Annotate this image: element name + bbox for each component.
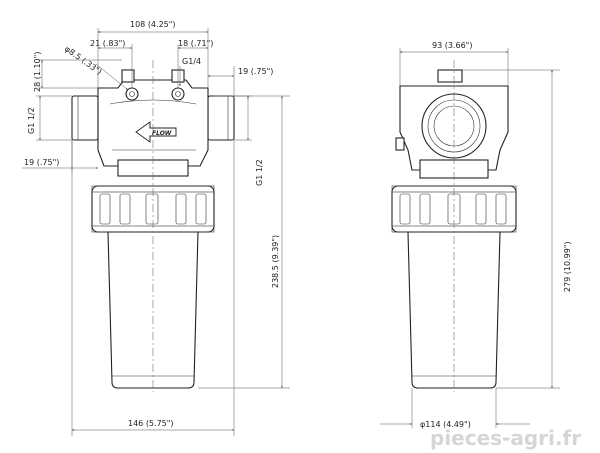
watermark: pieces-agri.fr — [430, 426, 581, 450]
side-view — [391, 60, 517, 392]
dim-gauge-thread: G1/4 — [182, 57, 201, 66]
dim-right-offset: 19 (.75") — [238, 67, 273, 76]
flow-label: FLOW — [152, 130, 172, 137]
dim-bowl-diameter: φ114 (4.49") — [420, 420, 471, 429]
dim-top-height: 28 (1.10") — [33, 52, 42, 92]
dim-outlet-offset: 18 (.71") — [178, 39, 213, 48]
flow-arrow-icon: FLOW — [135, 121, 177, 143]
clamp-ring-ribs — [99, 193, 207, 225]
dim-total-height: 279 (10.99") — [563, 241, 572, 292]
dim-overall-width: 146 (5.75") — [128, 419, 174, 428]
dim-inlet-thread: G1 1/2 — [27, 107, 36, 134]
dim-top-width: 108 (4.25") — [130, 20, 176, 29]
dim-outlet-thread: G1 1/2 — [255, 159, 264, 186]
dim-left-offset: 19 (.75") — [24, 158, 59, 167]
dim-inlet-offset: 21 (.83") — [90, 39, 125, 48]
side-dimensions: 93 (3.66") 279 (10.99") φ114 (4.49") — [380, 41, 572, 429]
dim-hole-diameter: φ8.5 (.33") — [63, 44, 104, 76]
front-view: FLOW — [71, 60, 235, 392]
dim-body-height: 238.5 (9.39") — [271, 235, 280, 288]
dim-side-width: 93 (3.66") — [432, 41, 472, 50]
